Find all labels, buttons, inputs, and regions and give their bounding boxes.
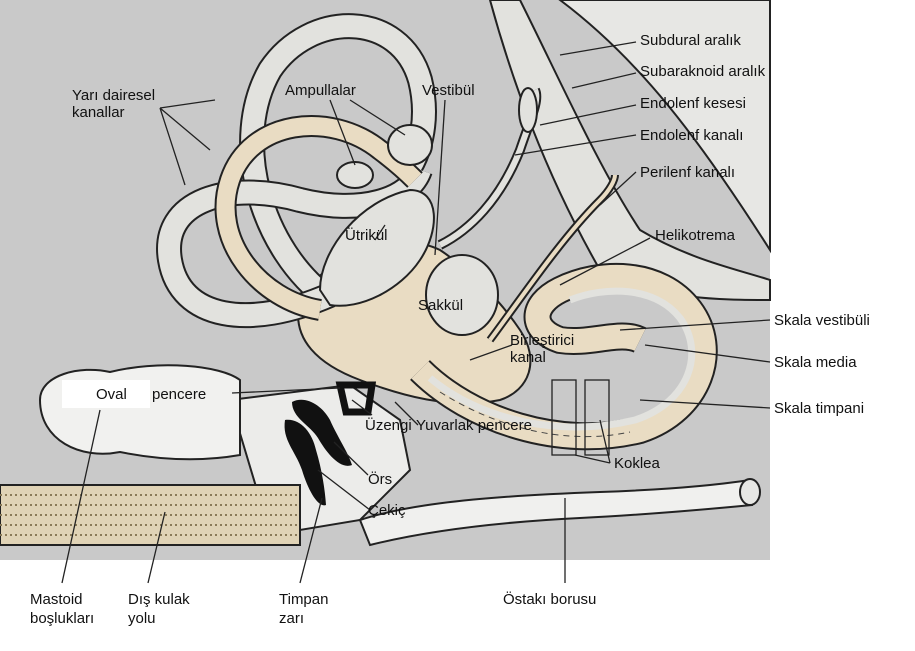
label-perilenf-kanali: Perilenf kanalı [640, 164, 735, 181]
label-skala-media: Skala media [774, 354, 857, 371]
leader-endolenf-kesesi [539, 104, 637, 126]
leader-timpan [299, 497, 323, 584]
label-birlestirici-1: Birleştirici [510, 332, 574, 349]
label-ostaki: Östakı borusu [503, 590, 596, 608]
leader-koklea [574, 419, 611, 464]
ampulla-2 [336, 161, 374, 189]
label-subdural: Subdural aralık [640, 32, 741, 49]
leader-lines [61, 41, 771, 584]
oval-label-patch [62, 380, 150, 408]
label-cekic: Çekiç [368, 502, 406, 519]
label-skala-timpani: Skala timpani [774, 400, 864, 417]
label-endolenf-kesesi: Endolenf kesesi [640, 95, 746, 112]
saccule [425, 254, 499, 336]
label-timpan-1: Timpan [279, 591, 328, 608]
leader-cekic [317, 469, 371, 511]
leader-dis-kulak [147, 511, 166, 584]
leader-subaraknoid [571, 72, 637, 89]
leader-skala-vestibuli [619, 319, 771, 331]
label-ors: Örs [368, 470, 392, 488]
label-oval: Oval [96, 386, 127, 403]
semicircular-canal-posterior-fill [158, 165, 431, 327]
label-utrikul: Ütrikül [345, 226, 388, 244]
label-uzengi: Üzengi [365, 416, 412, 434]
label-yuvarlak-pencere: Yuvarlak pencere [416, 417, 532, 434]
labels: Yarı dairesel kanallar Ampullalar Vestib… [30, 32, 870, 627]
label-endolenf-kanali: Endolenf kanalı [640, 127, 743, 144]
label-dis-kulak-1: Dış kulak [128, 591, 190, 608]
label-pencere: pencere [152, 386, 206, 403]
malleus [284, 419, 326, 506]
leader-uzengi [351, 399, 373, 416]
leader-pencere [231, 387, 341, 394]
label-mastoid-2: boşlukları [30, 610, 94, 627]
illustration [0, 0, 771, 560]
utricle [318, 188, 435, 307]
leader-birlestirici [469, 344, 513, 361]
leader-helikotrema [559, 237, 651, 286]
label-birlestirici-2: kanal [510, 349, 546, 366]
label-vestibul: Vestibül [422, 82, 475, 99]
leader-yari-dairesel [159, 99, 216, 186]
eustachian-tube-opening [739, 478, 761, 506]
label-koklea: Koklea [614, 455, 661, 472]
label-timpan-2: zarı [279, 610, 304, 627]
leader-subdural [559, 41, 637, 56]
label-sakkul: Sakkül [418, 297, 463, 314]
cochlea-outer-fill [411, 264, 716, 449]
leader-ampullalar [329, 99, 406, 166]
label-ampullalar: Ampullalar [285, 82, 356, 99]
leader-perilenf [599, 171, 637, 206]
leader-endolenf-kanali [514, 134, 637, 156]
semicircular-canal-lateral-fill [216, 117, 422, 319]
leader-mastoid [61, 409, 101, 584]
incus [292, 399, 352, 466]
label-yari-dairesel-1: Yarı dairesel [72, 87, 155, 104]
label-subaraknoid: Subaraknoid aralık [640, 63, 766, 80]
leader-utrikul [374, 224, 386, 241]
meninges-layers [558, 0, 771, 254]
endolymphatic-sac [518, 87, 538, 133]
label-skala-vestibuli: Skala vestibüli [774, 312, 870, 329]
semicircular-canal-superior-fill [241, 15, 435, 309]
cochlea-arrows [439, 391, 631, 438]
leader-skala-timpani [639, 399, 771, 409]
leader-vestibul [434, 99, 446, 256]
external-ear-canal-rings [0, 494, 300, 536]
perilymphatic-duct-fill [488, 174, 617, 342]
leader-ors [333, 441, 369, 476]
leader-yuvarlak [394, 401, 419, 426]
label-dis-kulak-2: yolu [128, 610, 156, 627]
koklea-bracket-right [584, 379, 610, 456]
label-yari-dairesel-2: kanallar [72, 104, 125, 121]
koklea-bracket-left [551, 379, 577, 456]
label-mastoid-1: Mastoid [30, 591, 83, 608]
label-helikotrema: Helikotrema [655, 227, 736, 244]
ampulla-1 [387, 124, 433, 166]
cochlear-duct [427, 287, 696, 431]
mastoid-cells [38, 364, 241, 461]
leader-skala-media [644, 344, 771, 363]
